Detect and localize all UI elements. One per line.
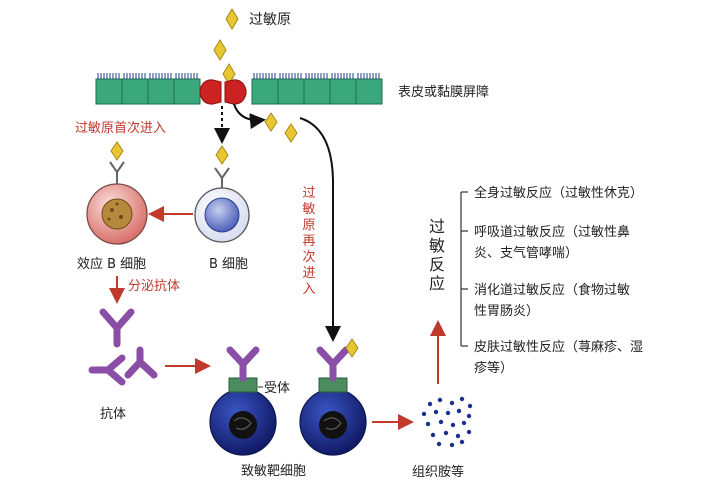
barrier-cell [251,78,279,105]
second-entry-char: 次 [302,249,315,265]
target-cell [299,346,367,456]
histamine-dot [437,397,443,403]
allergen-icon [225,8,239,30]
histamine-particles [421,396,473,448]
epithelial-barrier [95,73,383,105]
second-entry-char: 原 [302,218,315,233]
second-entry-char: 敏 [302,202,315,217]
histamine-dot [459,396,465,402]
histamine-dot [449,400,455,406]
reaction-item-line: 消化道过敏反应（食物过敏 [474,282,630,298]
barrier-label: 表皮或黏膜屏障 [398,84,489,100]
allergen-icon [213,39,227,61]
reaction-bracket [460,191,468,347]
histamine-dot [459,439,465,445]
barrier-cell [95,78,123,105]
histamine-dot [438,419,444,425]
second-entry-arrow [299,117,341,342]
histamine-dot [445,410,451,416]
b-cell [194,167,250,243]
antibody-icon [88,354,126,386]
reaction-item-line: 呼吸道过敏反应（过敏性鼻 [474,224,630,240]
histamine-dot [436,441,442,447]
histamine-dot [466,429,472,435]
barrier-cell [121,78,149,105]
second-entry-char: 再 [302,234,315,249]
reaction-title-char: 敏 [429,236,445,255]
target-cell [209,346,277,456]
barrier-cell [303,78,331,105]
reaction-title-char: 反 [429,255,445,274]
reaction-item-line: 全身过敏反应（过敏性休克） [474,185,643,201]
receptor-label: 受体 [264,381,290,396]
reaction-title-char: 过 [429,217,445,236]
effector-b-label: 效应 B 细胞 [77,256,146,272]
histamine-dot [455,433,461,439]
antibody-label: 抗体 [100,407,126,422]
effector-b-cell [86,161,148,245]
curved-arrow [233,103,266,130]
reaction-title-char: 应 [429,274,445,293]
allergen-icon [284,123,298,143]
histamine-dot [450,422,456,428]
antibody-icon [99,308,135,348]
histamine-dot [466,413,472,419]
reaction-item-line: 炎、支气管哮喘） [474,245,578,261]
allergen-icon [345,338,359,358]
histamine-dot [443,430,449,436]
barrier-cell [355,78,383,105]
allergen-label: 过敏原 [249,12,291,28]
allergen-icon [215,145,229,165]
histamine-label: 组织胺等 [412,464,464,480]
histamine-dot [430,432,436,438]
barrier-cell [147,78,175,105]
histamine-dot [449,442,455,448]
histamine-dot [456,408,462,414]
histamine-dot [461,420,467,426]
target-cell-label: 致敏靶细胞 [241,464,306,479]
allergen-icon [264,112,278,132]
barrier-gate [224,79,247,105]
reaction-title: 过敏反应 [429,217,445,293]
barrier-cell [173,78,201,105]
histamine-dot [421,411,427,417]
histamine-dot [425,421,431,427]
barrier-cell [277,78,305,105]
antibody-icon [124,346,158,379]
barrier-cell [329,78,357,105]
allergen-icon [110,141,124,161]
first-entry-label: 过敏原首次进入 [75,120,166,136]
b-cell-label: B 细胞 [209,257,248,272]
histamine-dot [433,409,439,415]
reaction-item-line: 疹等） [474,360,513,376]
second-entry-char: 进 [302,266,315,281]
histamine-dot [467,403,473,409]
histamine-dot [427,401,433,407]
reaction-item-line: 皮肤过敏性反应（荨麻疹、湿 [474,339,643,355]
second-entry-char: 入 [302,282,315,297]
barrier-gate [199,79,222,105]
reaction-item-line: 性胃肠炎） [474,304,539,319]
second-entry-char: 过 [302,186,315,201]
secrete-label: 分泌抗体 [128,279,180,294]
